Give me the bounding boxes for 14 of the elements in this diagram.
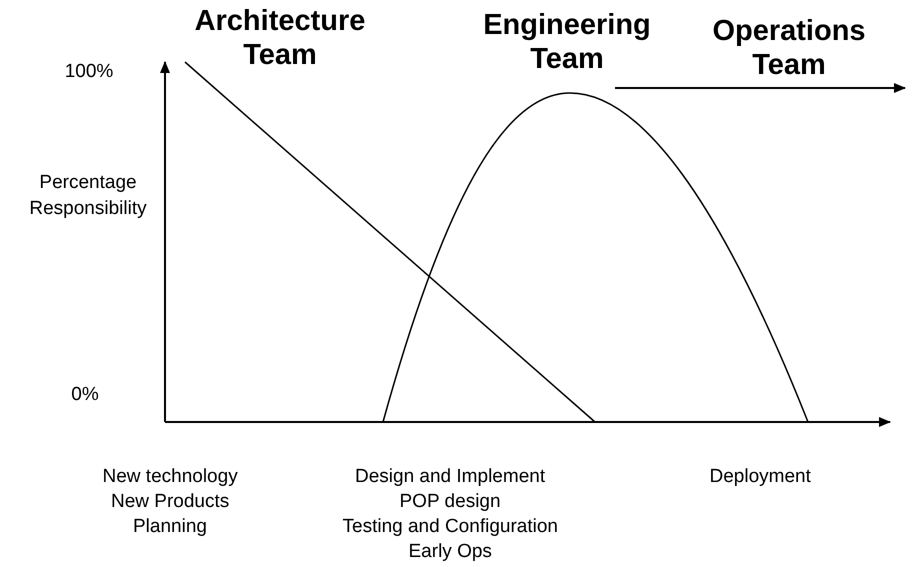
phase-label: New technology xyxy=(102,465,238,489)
phase-label: Early Ops xyxy=(408,540,492,564)
axis-title: Percentage Responsibility xyxy=(28,171,148,221)
phase-label: Planning xyxy=(133,515,207,539)
phase-label: Testing and Configuration xyxy=(342,515,558,539)
team-heading: Engineering Team xyxy=(482,8,652,76)
phase-label: Deployment xyxy=(710,465,811,489)
phase-label: New Products xyxy=(111,490,230,514)
team-heading: Architecture Team xyxy=(194,4,366,72)
axis-tick-label: 100% xyxy=(64,60,114,84)
axis-tick-label: 0% xyxy=(70,383,100,407)
phase-label: Design and Implement xyxy=(355,465,546,489)
team-heading: Operations Team xyxy=(711,14,867,82)
phase-label: POP design xyxy=(400,490,501,514)
